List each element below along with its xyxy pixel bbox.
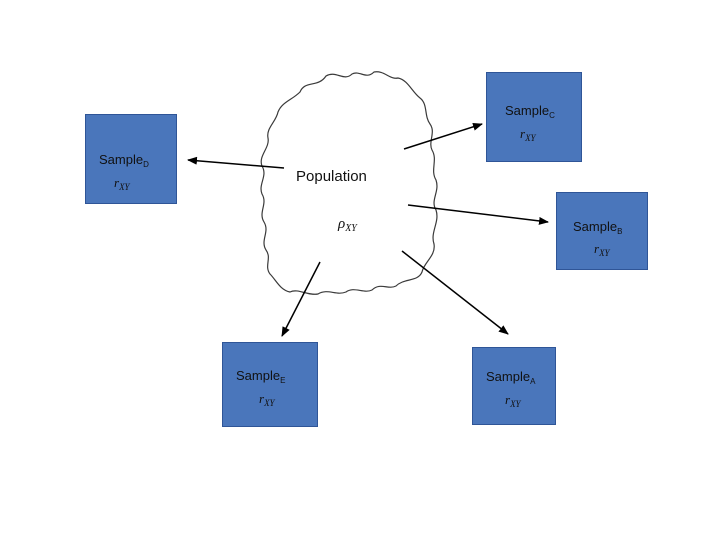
sample-d-stat: rXY (114, 175, 130, 192)
arrow-to-sample-d (187, 156, 285, 169)
sample-b-stat: rXY (594, 241, 610, 258)
population-title: Population (296, 168, 367, 185)
sample-e-stat: rXY (259, 391, 275, 408)
sample-a-box (472, 347, 556, 425)
sample-c-stat: rXY (520, 126, 536, 143)
sample-a-name: SampleA (486, 369, 536, 386)
population-parameter: ρXY (338, 216, 357, 234)
sample-e-name: SampleE (236, 368, 286, 385)
arrow-to-sample-e (281, 261, 321, 337)
population-param-symbol: ρ (338, 216, 346, 232)
sample-d-box (85, 114, 177, 204)
sample-c-box (486, 72, 582, 162)
sample-b-name: SampleB (573, 219, 623, 236)
sample-d-name: SampleD (99, 152, 149, 169)
population-title-text: Population (296, 168, 367, 185)
arrow-to-sample-a (401, 250, 509, 335)
population-param-subscript: XY (345, 223, 357, 234)
arrow-to-sample-b (407, 204, 549, 225)
arrow-to-sample-c (403, 122, 483, 150)
sample-e-box (222, 342, 318, 427)
sample-c-name: SampleC (505, 103, 555, 120)
sample-b-box (556, 192, 648, 270)
sample-a-stat: rXY (505, 392, 521, 409)
population-blob (260, 71, 438, 295)
